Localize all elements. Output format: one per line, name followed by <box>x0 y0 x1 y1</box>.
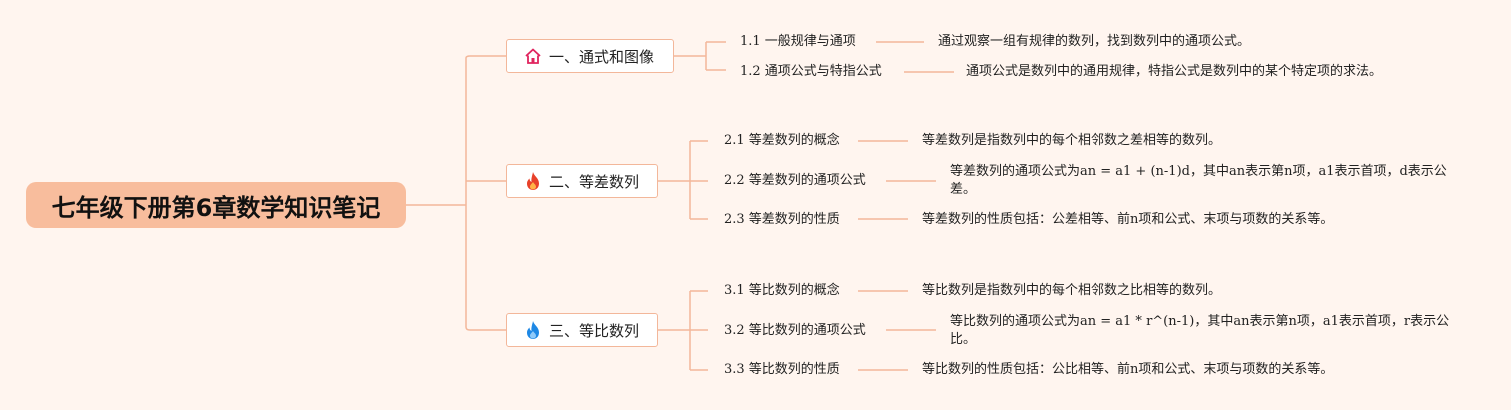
connector-b1 <box>674 41 726 71</box>
connector-b2 <box>658 140 708 220</box>
connector-topic-1 <box>465 55 506 59</box>
subtopic-1-2[interactable]: 1.2 通项公式与特指公式 <box>740 64 882 79</box>
description-3-2: 等比数列的通项公式为an = a1 * r^(n-1)，其中an表示第n项，a1… <box>950 314 1450 347</box>
fire-red-icon <box>523 171 543 191</box>
subtopic-1-1[interactable]: 1.1 一般规律与通项 <box>740 34 856 49</box>
root-title: 七年级下册第6章数学知识笔记 <box>51 193 381 222</box>
connector-topic-3 <box>465 326 506 331</box>
topic-node-2[interactable]: 二、等差数列 <box>506 164 658 198</box>
topic-label: 一、通式和图像 <box>549 47 655 66</box>
topic-node-1[interactable]: 一、通式和图像 <box>506 39 674 73</box>
root-node[interactable]: 七年级下册第6章数学知识笔记 <box>26 182 406 228</box>
description-2-3: 等差数列的性质包括：公差相等、前n项和公式、末项与项数的关系等。 <box>922 212 1334 227</box>
description-2-1: 等差数列是指数列中的每个相邻数之差相等的数列。 <box>922 133 1222 148</box>
home-icon <box>523 46 543 66</box>
description-1-1: 通过观察一组有规律的数列，找到数列中的通项公式。 <box>938 34 1251 49</box>
subtopic-3-2[interactable]: 3.2 等比数列的通项公式 <box>724 323 866 338</box>
description-3-3: 等比数列的性质包括：公比相等、前n项和公式、末项与项数的关系等。 <box>922 362 1334 377</box>
subtopic-2-1[interactable]: 2.1 等差数列的概念 <box>724 133 840 148</box>
description-3-1: 等比数列是指数列中的每个相邻数之比相等的数列。 <box>922 283 1222 298</box>
fire-blue-icon <box>523 320 543 340</box>
subtopic-2-2[interactable]: 2.2 等差数列的通项公式 <box>724 173 866 188</box>
subtopic-3-1[interactable]: 3.1 等比数列的概念 <box>724 283 840 298</box>
topic-node-3[interactable]: 三、等比数列 <box>506 313 658 347</box>
connector-b3 <box>658 290 708 371</box>
topic-label: 二、等差数列 <box>549 172 640 191</box>
description-1-2: 通项公式是数列中的通用规律，特指公式是数列中的某个特定项的求法。 <box>966 64 1383 79</box>
subtopic-3-3[interactable]: 3.3 等比数列的性质 <box>724 362 840 377</box>
topic-label: 三、等比数列 <box>549 321 640 340</box>
subtopic-2-3[interactable]: 2.3 等差数列的性质 <box>724 212 840 227</box>
description-2-2: 等差数列的通项公式为an = a1 + (n-1)d，其中an表示第n项，a1表… <box>950 164 1447 197</box>
